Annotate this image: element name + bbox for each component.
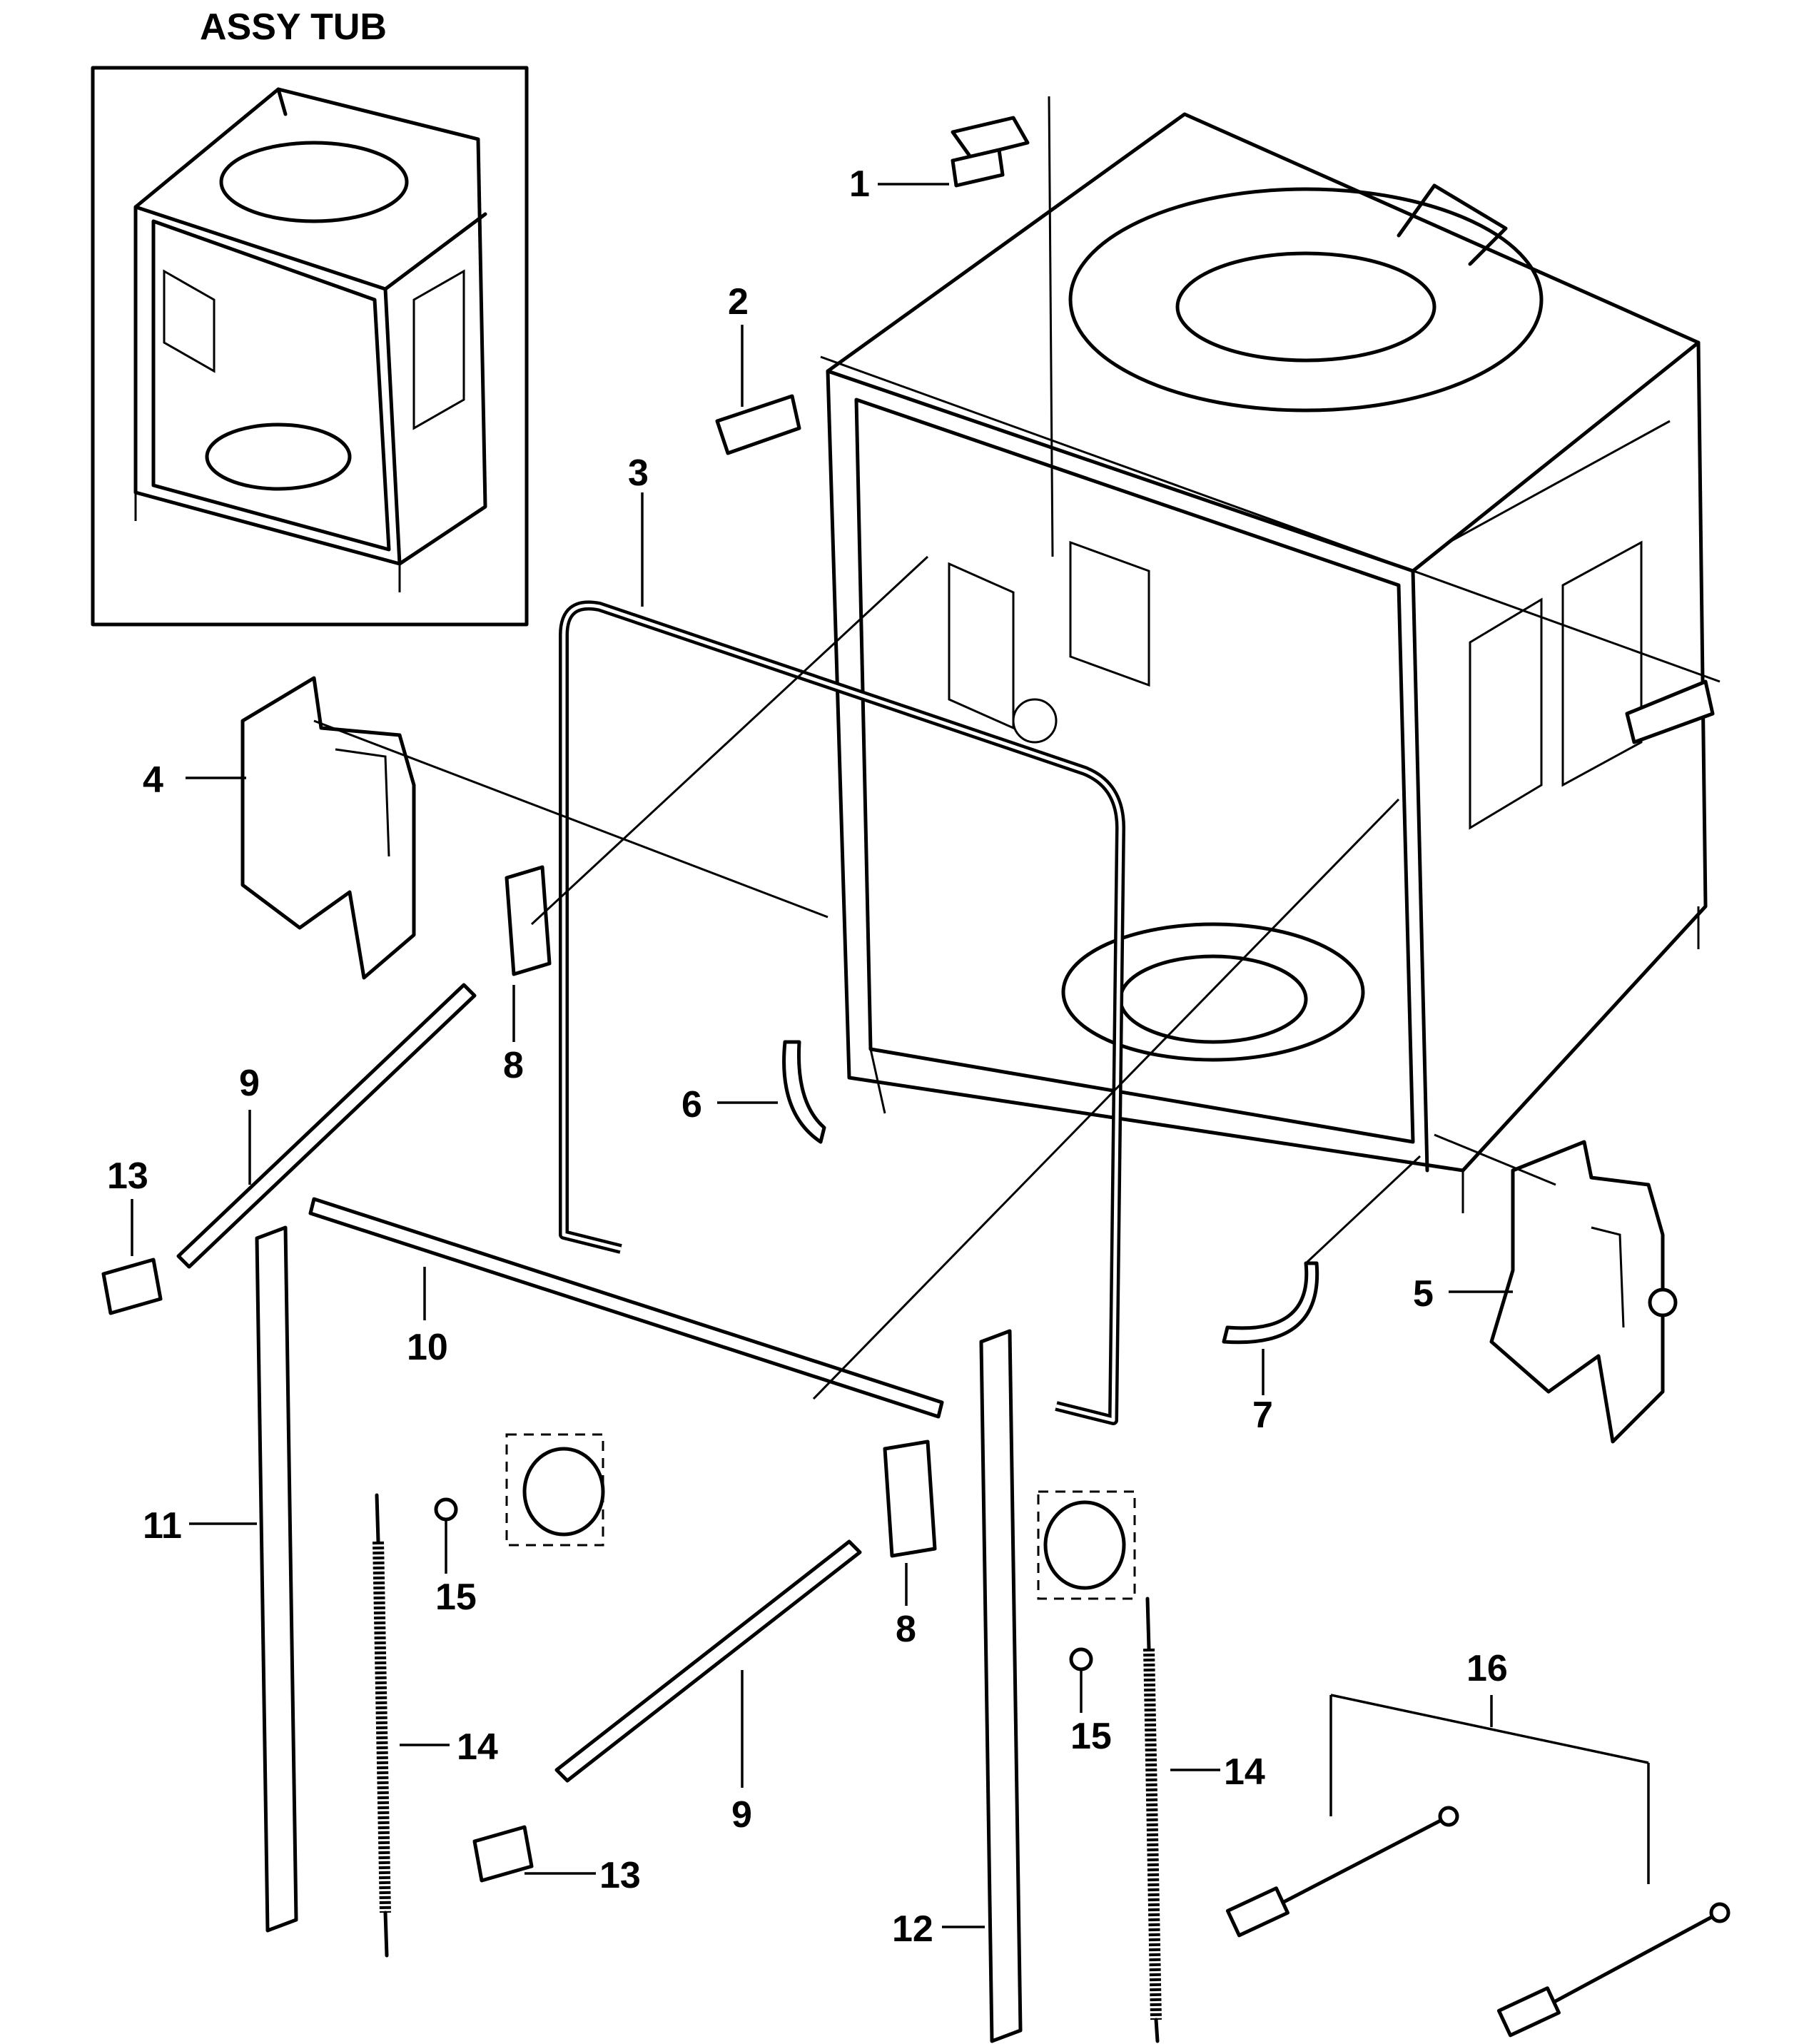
callout-15b: 15 [1070,1716,1112,1757]
callout-9b: 9 [731,1794,752,1836]
callout-8b: 8 [896,1609,916,1650]
callout-5: 5 [1413,1273,1434,1315]
part-curved-guide-left: 6 [681,1040,826,1144]
part-cable-set: 16 [1225,1648,1731,2038]
part-spring-left: 14 [373,1493,498,1958]
callout-8a: 8 [503,1045,524,1086]
part-slide-rail-lower: 9 [554,1539,862,1836]
part-clip: 1 [849,116,1030,205]
part-side-trim-left: 11 [143,1225,298,1933]
part-hinge-bracket-right: 5 [1413,1140,1678,1444]
part-latch-left: 8 [503,865,552,1086]
part-curved-guide-right: 7 [1222,1261,1319,1436]
callout-1: 1 [849,163,870,205]
part-hinge-bracket-left: 4 [143,676,416,980]
callout-14b: 14 [1224,1751,1265,1793]
callout-15a: 15 [435,1577,477,1618]
callout-16: 16 [1466,1648,1508,1689]
callout-4: 4 [143,759,163,801]
assembly-reference-lines [313,96,1721,1400]
callout-9a: 9 [239,1063,260,1104]
part-roller-left: 15 [434,1433,605,1618]
assembled-tub-inset [91,66,529,627]
callout-11: 11 [143,1505,182,1547]
part-roller-right: 15 [1037,1490,1136,1757]
callout-14a: 14 [457,1726,498,1768]
main-tub [826,112,1708,1213]
part-spring-right: 14 [1143,1597,1265,2043]
part-bottom-strip: 10 [308,1197,944,1419]
callout-13a: 13 [107,1155,148,1197]
diagram-title: ASSY TUB [200,6,387,48]
part-door-gasket: 3 [559,452,1125,1425]
callout-12: 12 [892,1908,933,1950]
callout-2: 2 [728,281,749,323]
part-hinge-cap-upper: 13 [101,1155,163,1315]
callout-7: 7 [1252,1395,1273,1436]
callout-6: 6 [681,1084,702,1125]
part-hinge-cap-lower: 13 [472,1825,641,1896]
callout-13b: 13 [599,1855,641,1896]
callout-3: 3 [628,452,649,494]
part-latch-right: 8 [883,1440,937,1650]
part-side-trim-right: 12 [892,1329,1023,2043]
part-slide-rail-upper: 9 [176,983,477,1269]
callout-10: 10 [407,1327,448,1368]
part-bracket: 2 [715,281,1715,744]
